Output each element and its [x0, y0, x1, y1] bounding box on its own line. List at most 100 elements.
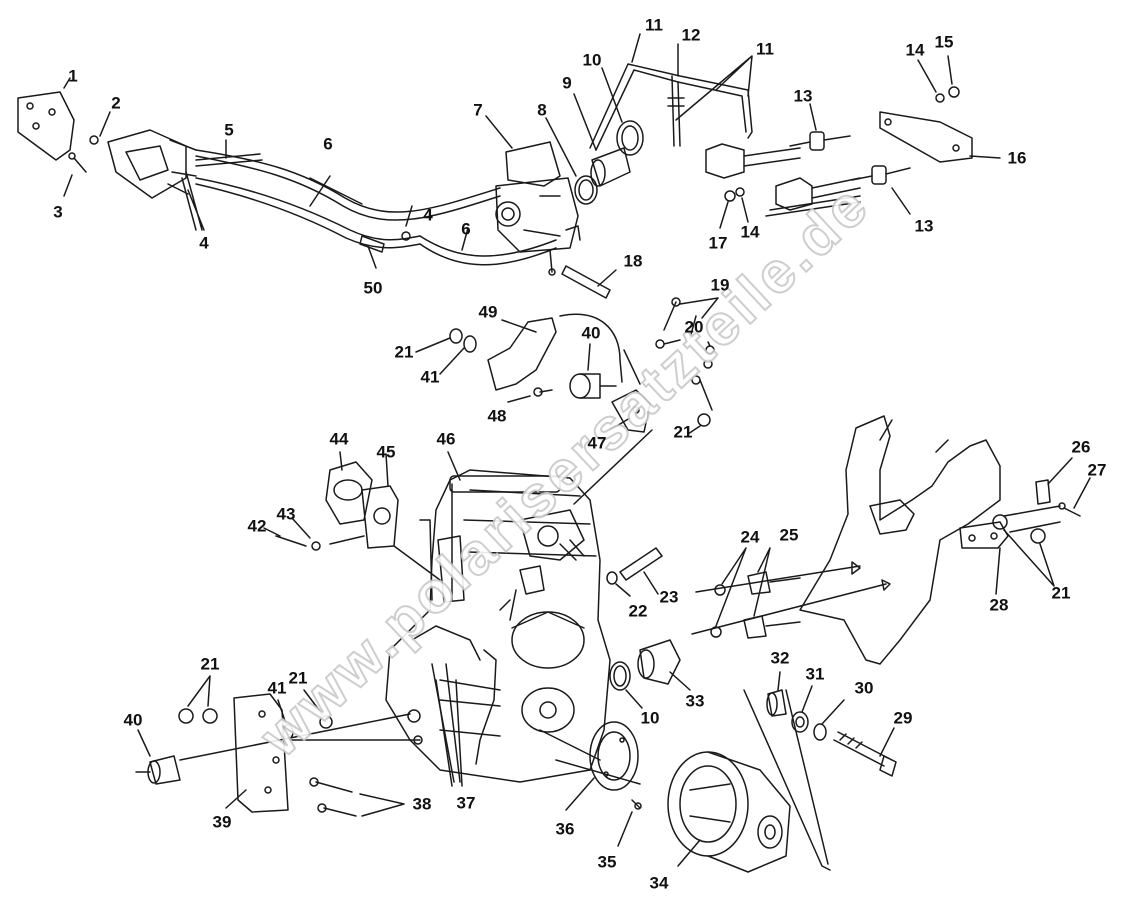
callout-10[interactable]: 10 — [640, 708, 660, 728]
callout-4[interactable]: 4 — [199, 233, 209, 253]
mount-lines-lower — [179, 713, 421, 761]
callout-35[interactable]: 35 — [597, 852, 617, 872]
callout-14[interactable]: 14 — [905, 40, 925, 60]
callout-6[interactable]: 6 — [323, 134, 333, 154]
callout-9[interactable]: 9 — [562, 73, 572, 93]
leader-49 — [501, 319, 537, 333]
callout-41[interactable]: 41 — [420, 367, 440, 387]
part-plate-47 — [611, 389, 651, 433]
leader-16 — [969, 155, 1001, 159]
leader-17 — [719, 201, 729, 229]
callout-8[interactable]: 8 — [537, 100, 547, 120]
callout-29[interactable]: 29 — [893, 708, 913, 728]
callout-46[interactable]: 46 — [436, 429, 456, 449]
callout-21[interactable]: 21 — [394, 342, 414, 362]
callout-25[interactable]: 25 — [779, 525, 799, 545]
part-bolt-29 — [833, 731, 897, 777]
callout-37[interactable]: 37 — [456, 793, 476, 813]
leader-7 — [485, 115, 513, 149]
callout-26[interactable]: 26 — [1071, 437, 1091, 457]
leader-34 — [677, 839, 701, 867]
clutch-outline-left — [743, 689, 831, 871]
part-bolt-27 — [1058, 502, 1081, 517]
callout-34[interactable]: 34 — [649, 873, 669, 893]
part-washers-20 — [655, 339, 715, 385]
leader-13b — [891, 187, 911, 215]
callout-12[interactable]: 12 — [681, 25, 701, 45]
callout-43[interactable]: 43 — [276, 504, 296, 524]
callout-42[interactable]: 42 — [247, 516, 267, 536]
leader-21c — [1003, 529, 1055, 587]
callout-40[interactable]: 40 — [123, 710, 143, 730]
callout-16[interactable]: 16 — [1007, 148, 1027, 168]
callout-30[interactable]: 30 — [854, 678, 874, 698]
leader-8 — [545, 117, 577, 177]
callout-28[interactable]: 28 — [989, 595, 1009, 615]
callout-19[interactable]: 19 — [710, 275, 730, 295]
callout-48[interactable]: 48 — [487, 406, 507, 426]
callout-36[interactable]: 36 — [555, 819, 575, 839]
leader-18 — [597, 269, 617, 287]
callout-21[interactable]: 21 — [1051, 583, 1071, 603]
callout-18[interactable]: 18 — [623, 251, 643, 271]
leader-10b — [625, 689, 643, 709]
callout-24[interactable]: 24 — [740, 527, 760, 547]
callout-27[interactable]: 27 — [1087, 460, 1107, 480]
callout-50[interactable]: 50 — [363, 278, 383, 298]
callout-5[interactable]: 5 — [224, 120, 234, 140]
callout-11[interactable]: 11 — [756, 39, 774, 59]
callout-13[interactable]: 13 — [914, 216, 934, 236]
part-nut-21e — [319, 715, 333, 729]
leader-1 — [63, 77, 71, 89]
callout-7[interactable]: 7 — [473, 100, 483, 120]
callout-47[interactable]: 47 — [587, 433, 607, 453]
part-bolt-48 — [533, 387, 553, 397]
leader-32 — [777, 671, 781, 691]
callout-31[interactable]: 31 — [805, 664, 825, 684]
callout-23[interactable]: 23 — [659, 587, 679, 607]
callout-33[interactable]: 33 — [685, 691, 705, 711]
callout-2[interactable]: 2 — [111, 93, 121, 113]
callout-15[interactable]: 15 — [934, 32, 954, 52]
leader-28 — [995, 547, 1001, 595]
callout-6[interactable]: 6 — [461, 219, 471, 239]
leader-15 — [947, 55, 953, 85]
callout-38[interactable]: 38 — [412, 794, 432, 814]
callout-21[interactable]: 21 — [288, 668, 308, 688]
callout-20[interactable]: 20 — [684, 317, 704, 337]
part-mounts-24-25 — [691, 561, 891, 639]
leader-39 — [225, 789, 247, 809]
leader-44 — [339, 451, 343, 471]
callout-32[interactable]: 32 — [770, 648, 790, 668]
part-washer-43 — [311, 541, 321, 551]
callout-11[interactable]: 11 — [645, 15, 663, 35]
leader-14a — [917, 59, 937, 93]
part-nuts-21d — [178, 708, 218, 724]
frame-lines — [1003, 505, 1061, 533]
callout-10[interactable]: 10 — [582, 50, 602, 70]
callout-45[interactable]: 45 — [376, 442, 396, 462]
callout-22[interactable]: 22 — [628, 601, 648, 621]
part-damper-40a — [569, 373, 617, 399]
callout-13[interactable]: 13 — [793, 86, 813, 106]
callout-4[interactable]: 4 — [423, 205, 433, 225]
callout-41[interactable]: 41 — [267, 678, 287, 698]
callout-49[interactable]: 49 — [478, 302, 498, 322]
part-washer-30 — [813, 723, 827, 741]
leader-4b — [405, 205, 413, 227]
callout-40[interactable]: 40 — [581, 323, 601, 343]
leaders-20 — [663, 339, 711, 347]
assembly-line-45 — [393, 545, 441, 581]
clutch-outline-right — [785, 689, 829, 865]
callout-44[interactable]: 44 — [329, 429, 349, 449]
leader-6b — [461, 227, 469, 251]
part-washer-31 — [791, 711, 809, 733]
callout-3[interactable]: 3 — [53, 202, 63, 222]
callout-21[interactable]: 21 — [673, 422, 693, 442]
callout-1[interactable]: 1 — [68, 66, 78, 86]
leader-6a — [309, 175, 363, 207]
callout-21[interactable]: 21 — [200, 654, 220, 674]
callout-17[interactable]: 17 — [708, 233, 728, 253]
callout-14[interactable]: 14 — [740, 222, 760, 242]
callout-39[interactable]: 39 — [212, 812, 232, 832]
